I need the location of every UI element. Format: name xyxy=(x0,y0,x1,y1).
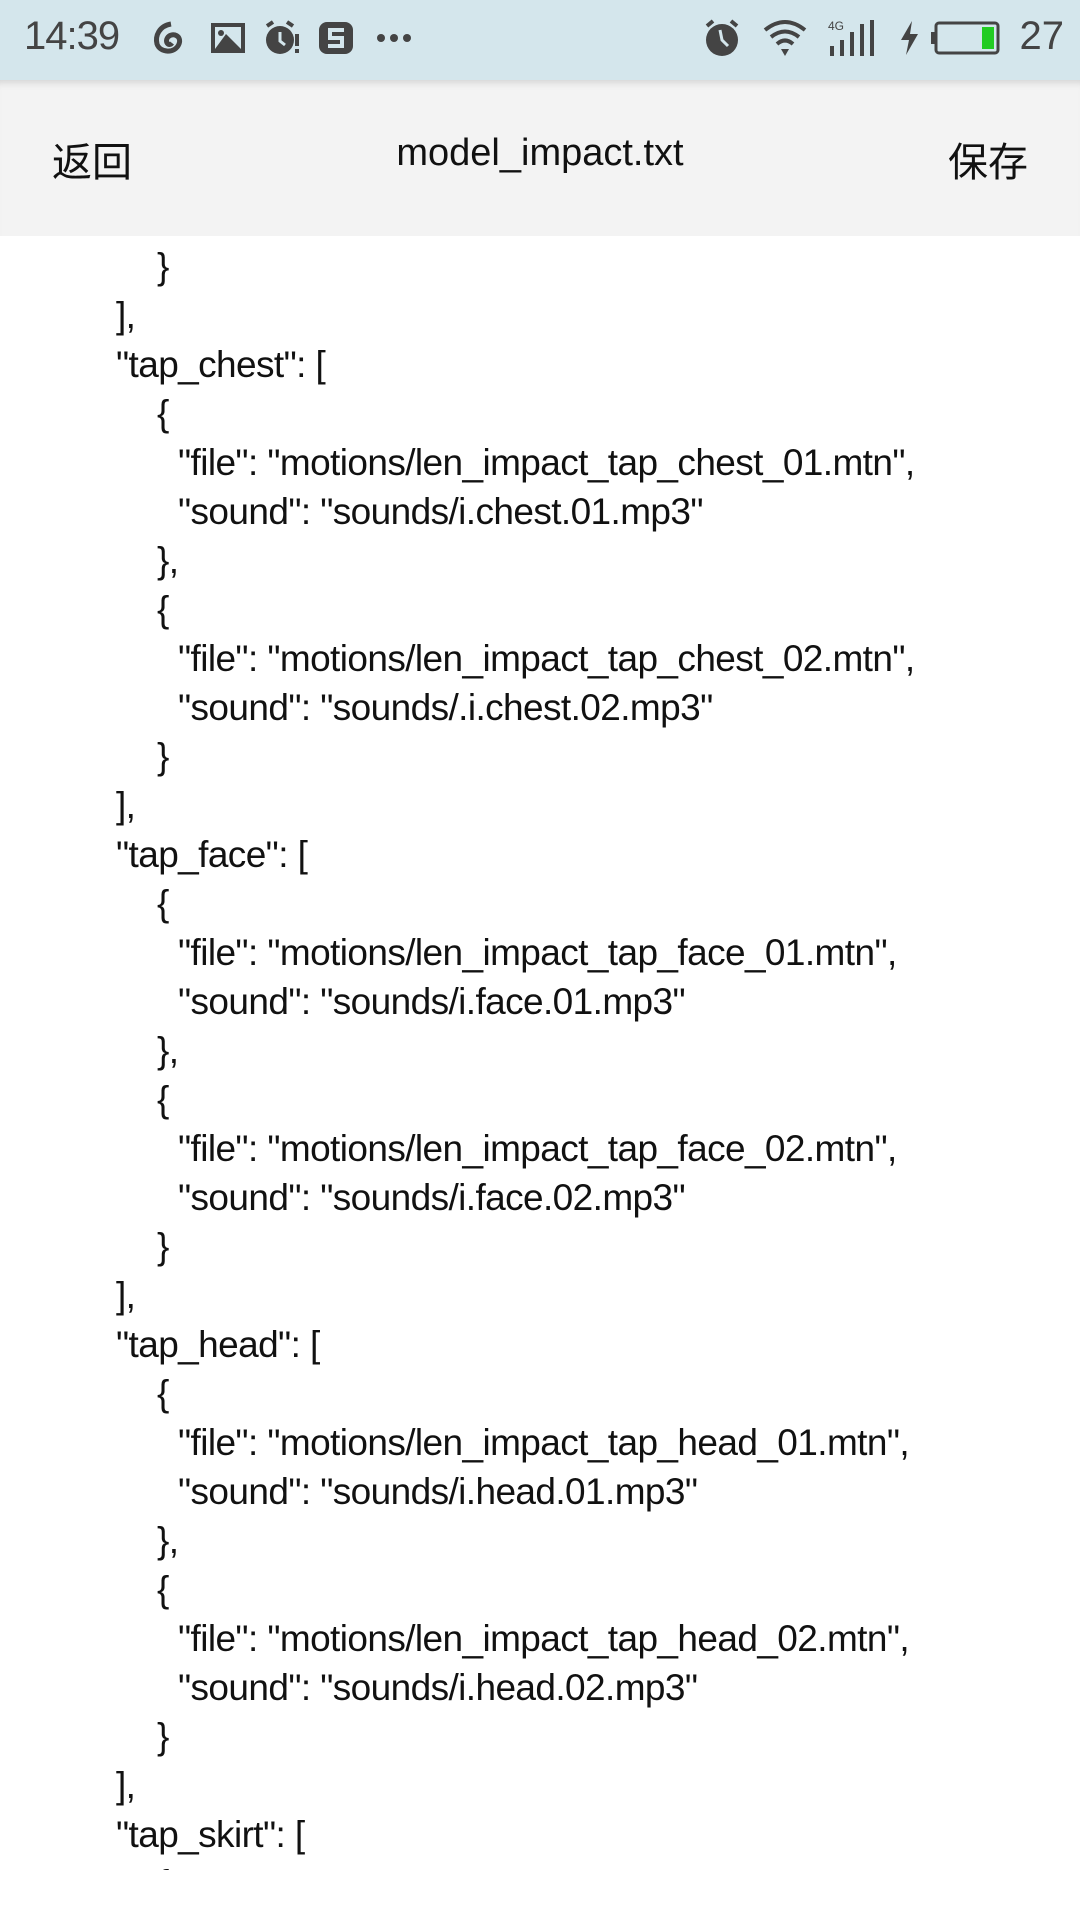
netease-music-icon xyxy=(148,18,188,58)
svg-text:4G: 4G xyxy=(828,19,844,33)
editor-line[interactable]: "sound": "sounds/.i.chest.02.mp3" xyxy=(178,687,713,728)
editor-line[interactable]: } xyxy=(157,736,169,777)
battery-icon xyxy=(930,18,1002,58)
editor-line[interactable]: } xyxy=(157,246,169,287)
wifi-icon xyxy=(760,18,810,58)
charging-icon xyxy=(896,18,922,58)
signal-4g-icon: 4G xyxy=(826,18,880,58)
editor-line[interactable]: { xyxy=(157,393,169,434)
editor-line[interactable]: "tap_skirt": [ xyxy=(116,1814,305,1855)
editor-line[interactable]: { xyxy=(157,1569,169,1610)
alarm-icon xyxy=(702,18,742,58)
app-header: 返回 model_impact.txt 保存 xyxy=(0,80,1080,236)
editor-line[interactable]: "sound": "sounds/i.face.02.mp3" xyxy=(178,1177,686,1218)
editor-line[interactable]: "file": "motions/len_impact_tap_face_01.… xyxy=(178,932,897,973)
editor-line[interactable]: "file": "motions/len_impact_tap_head_02.… xyxy=(178,1618,910,1659)
editor-line[interactable]: { xyxy=(157,883,169,924)
text-editor[interactable]: }],"tap_chest": [{"file": "motions/len_i… xyxy=(0,236,1080,1870)
editor-line[interactable]: }, xyxy=(157,540,179,581)
battery-percent: 27 xyxy=(1019,14,1065,58)
editor-line[interactable]: "sound": "sounds/i.chest.01.mp3" xyxy=(178,491,704,532)
editor-line[interactable]: "tap_chest": [ xyxy=(116,344,326,385)
editor-line[interactable]: "file": "motions/len_impact_tap_chest_01… xyxy=(178,442,915,483)
editor-line[interactable]: ], xyxy=(116,785,136,826)
editor-line[interactable]: ], xyxy=(116,1275,136,1316)
alarm-notice-icon xyxy=(262,18,302,58)
editor-line[interactable]: "file": "motions/len_impact_tap_face_02.… xyxy=(178,1128,897,1169)
file-title: model_impact.txt xyxy=(396,132,684,174)
editor-line[interactable]: { xyxy=(157,1859,169,1870)
editor-line[interactable]: ], xyxy=(116,1765,136,1806)
status-bar: 14:39 4G 27 xyxy=(0,0,1080,80)
editor-line[interactable]: } xyxy=(157,1226,169,1267)
editor-line[interactable]: { xyxy=(157,1373,169,1414)
more-icon xyxy=(374,18,414,58)
editor-line[interactable]: { xyxy=(157,1079,169,1120)
editor-line[interactable]: } xyxy=(157,1716,169,1757)
sogou-icon xyxy=(316,18,356,58)
editor-line[interactable]: "sound": "sounds/i.head.02.mp3" xyxy=(178,1667,698,1708)
editor-line[interactable]: }, xyxy=(157,1520,179,1561)
editor-line[interactable]: "sound": "sounds/i.head.01.mp3" xyxy=(178,1471,698,1512)
save-button[interactable]: 保存 xyxy=(948,141,1028,185)
editor-line[interactable]: { xyxy=(157,589,169,630)
editor-line[interactable]: "tap_head": [ xyxy=(116,1324,320,1365)
gallery-icon xyxy=(208,18,248,58)
editor-line[interactable]: "file": "motions/len_impact_tap_head_01.… xyxy=(178,1422,910,1463)
editor-line[interactable]: }, xyxy=(157,1030,179,1071)
editor-line[interactable]: "sound": "sounds/i.face.01.mp3" xyxy=(178,981,686,1022)
back-button[interactable]: 返回 xyxy=(52,141,132,185)
editor-line[interactable]: "tap_face": [ xyxy=(116,834,308,875)
editor-line[interactable]: ], xyxy=(116,295,136,336)
status-time: 14:39 xyxy=(24,14,120,58)
editor-line[interactable]: "file": "motions/len_impact_tap_chest_02… xyxy=(178,638,915,679)
